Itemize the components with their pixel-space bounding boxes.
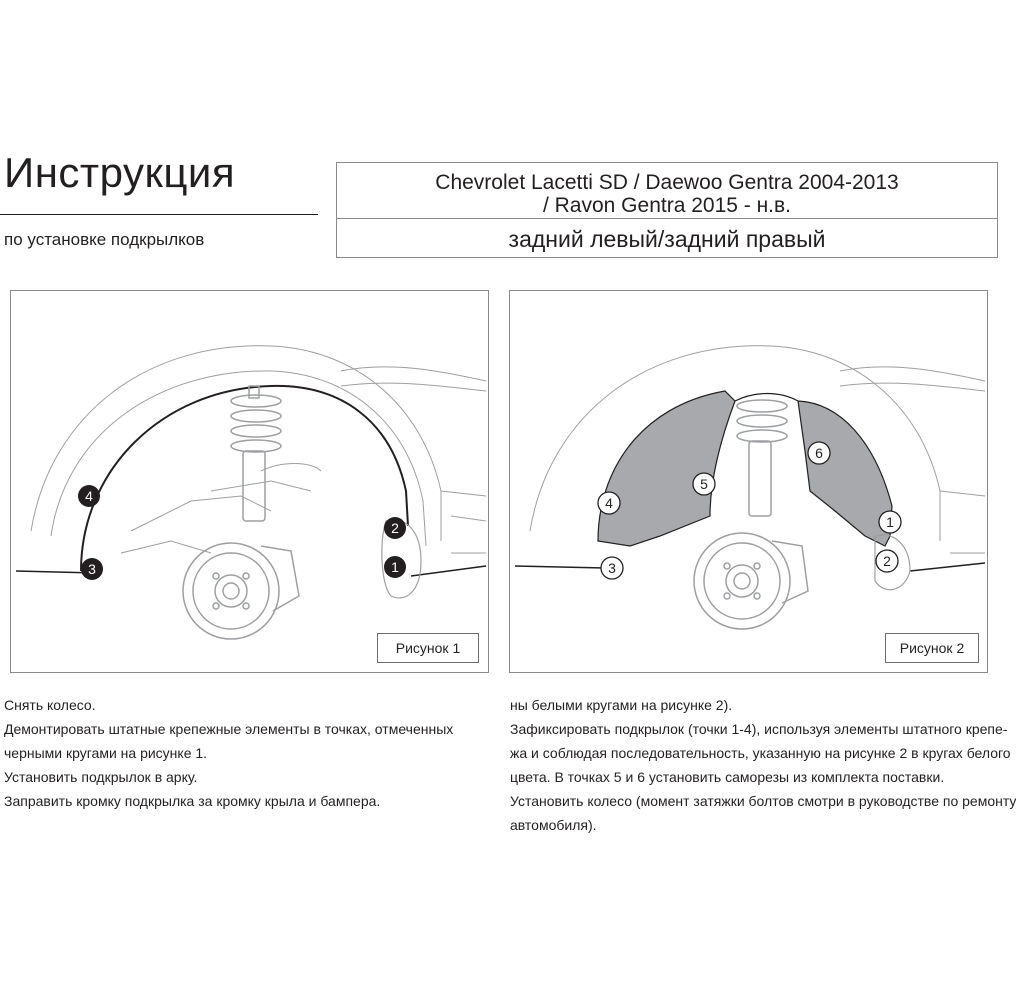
instruction-line: Демонтировать штатные крепежные элементы…: [4, 721, 454, 737]
marker-3: 3: [81, 558, 103, 580]
marker-1-label: 1: [886, 514, 894, 530]
vehicle-model-box: [336, 162, 998, 258]
figure-1-caption: Рисунок 1: [377, 633, 479, 663]
marker-3-label: 3: [608, 560, 616, 576]
instruction-line: Заправить кромку подкрылка за кромку кры…: [4, 793, 381, 809]
instructions-right-column: ны белыми кругами на рисунке 2). Зафикси…: [510, 693, 1016, 837]
instructions-left-column: Снять колесо. Демонтировать штатные креп…: [4, 693, 474, 813]
instruction-line: автомобиля).: [510, 817, 597, 833]
instruction-line: черными кругами на рисунке 1.: [4, 745, 208, 761]
marker-6: 6: [807, 441, 831, 465]
marker-4: 4: [597, 491, 621, 515]
marker-2: 2: [384, 517, 406, 539]
document-title: Инструкция: [4, 149, 236, 196]
marker-1: 1: [384, 556, 406, 578]
marker-4-label: 4: [605, 495, 613, 511]
instruction-line: ны белыми кругами на рисунке 2).: [510, 697, 733, 713]
title-underline: [0, 214, 318, 215]
marker-4: 4: [78, 485, 100, 507]
marker-6-label: 6: [815, 445, 823, 461]
instruction-line: жа и соблюдая последовательность, указан…: [510, 745, 1011, 761]
marker-4-label: 4: [85, 488, 93, 504]
instruction-line: цвета. В точках 5 и 6 установить саморез…: [510, 769, 945, 785]
marker-2-label: 2: [391, 520, 399, 536]
figure-2-panel: 4 3 5 6 1 2 Рисунок 2: [509, 290, 988, 673]
vehicle-model-line-2: / Ravon Gentra 2015 - н.в.: [542, 194, 792, 217]
model-box-divider: [336, 218, 998, 219]
marker-3-label: 3: [88, 561, 96, 577]
marker-5-label: 5: [700, 476, 708, 492]
wheel-arch-line-drawing-icon: 4 3 2 1: [15, 345, 487, 640]
marker-2: 2: [875, 549, 899, 573]
instruction-line: Зафиксировать подкрылок (точки 1-4), исп…: [510, 721, 1008, 737]
instruction-line: Снять колесо.: [4, 697, 96, 713]
figure-1-panel: 4 3 2 1 Рисунок 1: [10, 290, 489, 673]
marker-2-label: 2: [883, 553, 891, 569]
marker-3: 3: [600, 556, 624, 580]
instruction-line: Установить колесо (момент затяжки болтов…: [510, 793, 1016, 809]
marker-1: 1: [878, 510, 902, 534]
marker-5: 5: [692, 472, 716, 496]
figure-2-caption: Рисунок 2: [885, 633, 979, 663]
marker-1-label: 1: [391, 559, 399, 575]
fender-liner-position: задний левый/задний правый: [508, 226, 826, 252]
document-subtitle: по установке подкрылков: [4, 230, 205, 249]
vehicle-model-line-1: Chevrolet Lacetti SD / Daewoo Gentra 200…: [435, 171, 899, 194]
instruction-line: Установить подкрылок в арку.: [4, 769, 198, 785]
wheel-arch-with-liner-drawing-icon: 4 3 5 6 1 2: [514, 345, 986, 630]
